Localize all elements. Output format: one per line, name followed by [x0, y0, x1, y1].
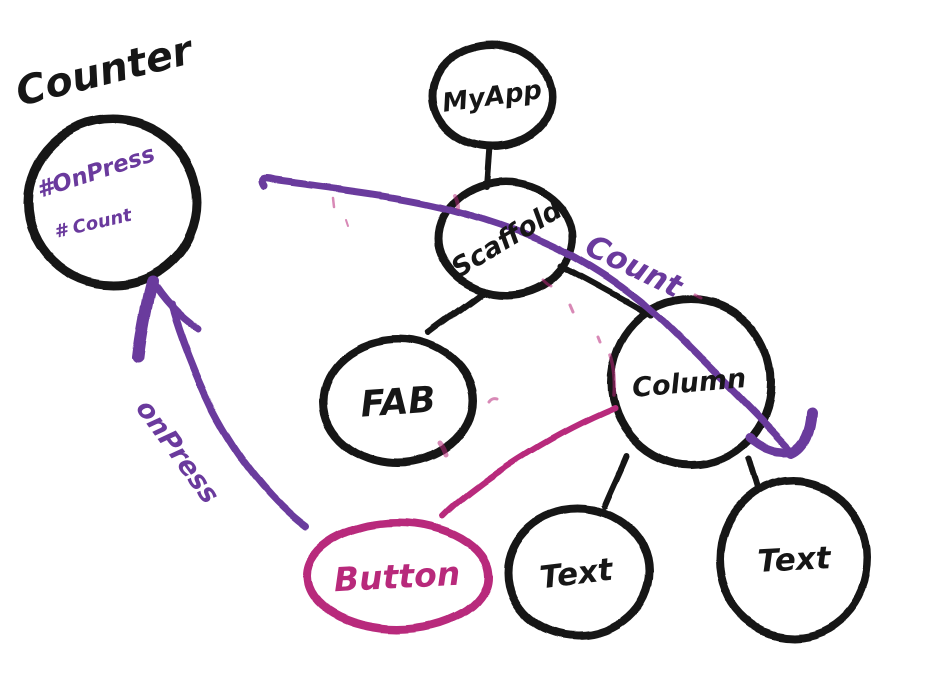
ink-smudge	[487, 397, 499, 404]
counter-node-circle	[24, 114, 202, 290]
edge-myapp-scaffold	[483, 144, 492, 189]
onpress-arrow-head-barb	[132, 276, 158, 363]
node-text-right-label: Text	[757, 540, 833, 580]
count-arrow-head-barb	[786, 406, 818, 458]
counter-title: Counter	[11, 27, 199, 116]
button-node-circle	[302, 519, 492, 633]
node-scaffold-label: Scaffold	[446, 194, 568, 284]
edge-column-text-right	[745, 456, 760, 492]
ink-smudge	[596, 335, 602, 344]
node-column-circle	[607, 295, 775, 469]
count-arrow-path	[257, 176, 793, 452]
edge-scaffold-fab	[426, 291, 485, 336]
node-myapp-circle	[428, 41, 556, 151]
node-text-left-label: Text	[538, 552, 616, 597]
ink-smudges	[331, 194, 703, 458]
node-fab-label: FAB	[359, 379, 437, 425]
edge-scaffold-column	[559, 263, 655, 319]
counter-field-count: # Count	[52, 204, 135, 242]
node-column-label: Column	[631, 363, 747, 404]
onpress-arrow-path	[167, 301, 310, 531]
ink-smudge	[345, 219, 349, 227]
ink-smudge	[541, 278, 553, 288]
ink-smudge	[608, 353, 617, 397]
onpress-arrow-head	[147, 276, 201, 333]
button-column-connector	[440, 405, 617, 519]
node-text-left-circle	[503, 504, 653, 640]
edge-column-text-left	[602, 453, 630, 509]
node-text-right-circle	[716, 477, 872, 641]
button-node-label: Button	[333, 554, 461, 600]
node-fab-circle	[319, 335, 477, 467]
ink-smudge	[693, 293, 703, 300]
ink-smudge	[568, 303, 575, 314]
ink-smudge	[437, 440, 449, 458]
ink-smudge	[453, 194, 460, 210]
ink-smudge	[331, 196, 336, 209]
node-scaffold-circle	[434, 177, 578, 299]
node-myapp-label: MyApp	[440, 75, 543, 119]
